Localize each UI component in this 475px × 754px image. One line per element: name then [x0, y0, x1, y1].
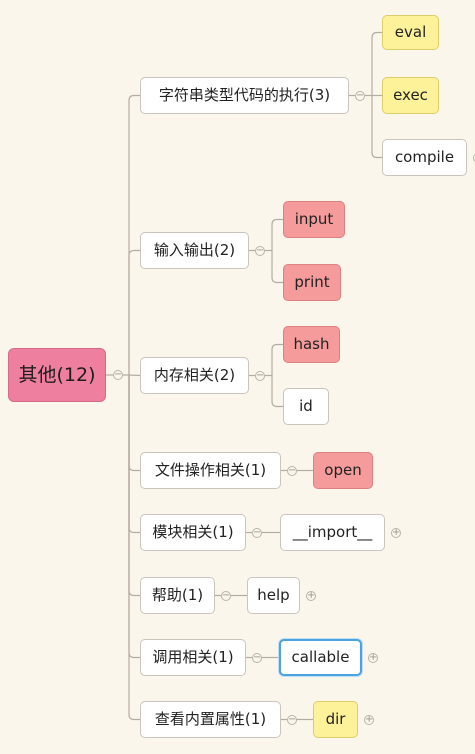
trunk-edge-7 [128, 375, 140, 721]
branch-node-5[interactable]: 模块相关(1) [140, 514, 246, 551]
branch-2-edge-1 [271, 250, 283, 284]
leaf-help[interactable]: help [247, 577, 300, 614]
leaf-hash[interactable]: hash [283, 326, 340, 363]
leaf-callable-label: callable [291, 648, 350, 666]
branch-node-3[interactable]: 内存相关(2) [140, 357, 249, 394]
leaf-eval-label: eval [394, 23, 427, 41]
leaf-help-label: help [257, 586, 290, 604]
root-collapse-toggle[interactable]: − [113, 369, 123, 380]
branch-3-edge-1 [271, 375, 283, 408]
leaf-input-label: input [294, 210, 334, 228]
branch-node-4[interactable]: 文件操作相关(1) [140, 452, 281, 489]
branch-node-5-label: 模块相关(1) [152, 523, 234, 541]
branch-node-4-label: 文件操作相关(1) [154, 461, 267, 479]
leaf-dir[interactable]: dir [313, 701, 358, 738]
root-node-label: 其他(12) [18, 363, 96, 386]
leaf-help-expand-toggle[interactable]: + [306, 589, 316, 601]
branch-3-collapse-toggle[interactable]: − [255, 369, 265, 381]
trunk-edge-2 [128, 374, 141, 377]
branch-8-collapse-toggle[interactable]: − [287, 713, 297, 725]
leaf-print-label: print [294, 273, 330, 291]
branch-node-6-label: 帮助(1) [151, 586, 204, 604]
trunk-edge-0 [128, 94, 140, 375]
branch-3-edge-0 [271, 343, 283, 376]
branch-node-3-label: 内存相关(2) [153, 366, 236, 384]
branch-node-2-label: 输入输出(2) [153, 241, 236, 259]
leaf-compile[interactable]: compile [382, 139, 467, 176]
branch-node-2[interactable]: 输入输出(2) [140, 232, 249, 269]
trunk-edge-4 [128, 375, 140, 534]
leaf-dir-expand-toggle[interactable]: + [364, 713, 374, 725]
trunk-edge-6 [128, 375, 140, 659]
leaf-id-label: id [299, 397, 313, 415]
branch-node-7[interactable]: 调用相关(1) [140, 639, 246, 676]
branch-2-collapse-toggle[interactable]: − [255, 244, 265, 256]
leaf-hash-label: hash [293, 335, 330, 353]
leaf-id[interactable]: id [283, 388, 329, 425]
leaf-import-expand-toggle[interactable]: + [391, 526, 401, 538]
leaf-open[interactable]: open [313, 452, 373, 489]
branch-node-1[interactable]: 字符串类型代码的执行(3) [140, 77, 349, 114]
trunk-edge-5 [128, 375, 140, 597]
leaf-import[interactable]: __import__ [280, 514, 385, 551]
branch-1-collapse-toggle[interactable]: − [355, 89, 365, 101]
branch-5-collapse-toggle[interactable]: − [252, 526, 262, 538]
branch-node-7-label: 调用相关(1) [152, 648, 234, 666]
branch-node-6[interactable]: 帮助(1) [140, 577, 215, 614]
leaf-compile-label: compile [394, 148, 455, 166]
leaf-exec[interactable]: exec [382, 77, 439, 114]
branch-node-8-label: 查看内置属性(1) [154, 710, 267, 728]
trunk-edge-1 [128, 249, 140, 375]
branch-6-collapse-toggle[interactable]: − [221, 589, 231, 601]
leaf-import-label: __import__ [292, 523, 373, 541]
leaf-open-label: open [324, 461, 362, 479]
root-node[interactable]: 其他(12) [8, 348, 106, 402]
branch-2-edge-0 [271, 218, 283, 251]
branch-4-collapse-toggle[interactable]: − [287, 464, 297, 476]
leaf-callable-expand-toggle[interactable]: + [368, 651, 378, 663]
leaf-dir-label: dir [325, 710, 346, 728]
branch-node-1-label: 字符串类型代码的执行(3) [158, 86, 331, 104]
leaf-input[interactable]: input [283, 201, 345, 238]
leaf-eval[interactable]: eval [382, 15, 439, 50]
leaf-callable[interactable]: callable [279, 639, 362, 676]
branch-node-8[interactable]: 查看内置属性(1) [140, 701, 281, 738]
branch-1-edge-0 [371, 31, 382, 96]
branch-1-edge-2 [371, 95, 382, 159]
leaf-exec-label: exec [393, 86, 428, 104]
branch-7-collapse-toggle[interactable]: − [252, 651, 262, 663]
trunk-edge-3 [128, 375, 140, 472]
leaf-print[interactable]: print [283, 264, 341, 301]
